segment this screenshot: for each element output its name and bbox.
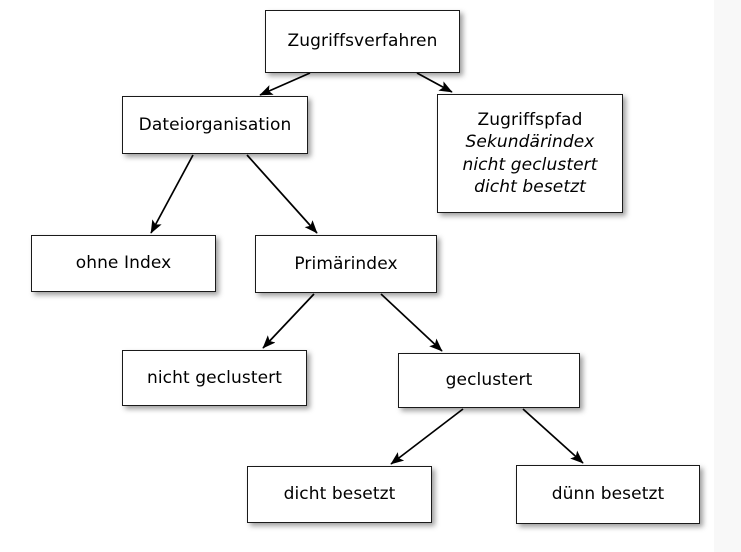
node-label: dünn besetzt (517, 483, 699, 505)
node-primaerindex[interactable]: Primärindex (255, 235, 437, 293)
edge-zugriffsverfahren-to-zugriffspfad (416, 72, 453, 93)
node-dateiorganisation[interactable]: Dateiorganisation (122, 96, 308, 154)
right-margin-strip (714, 0, 741, 552)
node-label-line: nicht geclustert (146, 367, 283, 388)
node-label-line: geclustert (445, 370, 533, 391)
edges (150, 72, 584, 465)
node-label: Zugriffsverfahren (266, 30, 459, 52)
node-zugriffsverfahren[interactable]: Zugriffsverfahren (265, 10, 460, 73)
edge-primaerindex-to-geclustert (380, 293, 443, 352)
node-label-line: ohne Index (75, 253, 172, 274)
edge-dateiorganisation-to-primaerindex (246, 154, 318, 234)
node-label-line: Dateiorganisation (138, 114, 292, 135)
edge-zugriffsverfahren-to-dateiorganisation (259, 72, 311, 96)
node-label-line: Zugriffspfad (477, 109, 583, 130)
node-label: dicht besetzt (248, 483, 431, 505)
node-dicht-besetzt[interactable]: dicht besetzt (247, 466, 432, 523)
edge-primaerindex-to-nicht-geclustert (262, 293, 315, 349)
edge-geclustert-to-dicht-besetzt (390, 408, 464, 465)
node-label: geclustert (399, 369, 579, 391)
node-label-line: Zugriffsverfahren (287, 31, 438, 52)
node-label: nicht geclustert (123, 367, 306, 389)
node-label: Primärindex (256, 253, 436, 275)
node-duenn-besetzt[interactable]: dünn besetzt (516, 465, 700, 524)
edge-geclustert-to-duenn-besetzt (522, 408, 584, 464)
node-label-line: Sekundärindex (465, 132, 595, 153)
node-label: ohne Index (32, 252, 215, 274)
node-geclustert[interactable]: geclustert (398, 353, 580, 408)
node-label-line: dicht besetzt (283, 484, 396, 505)
node-label: Dateiorganisation (123, 114, 307, 136)
node-nicht-geclustert[interactable]: nicht geclustert (122, 350, 307, 406)
node-label-line: Primärindex (294, 253, 398, 274)
node-label-line: nicht geclustert (462, 154, 598, 175)
node-label-line: dünn besetzt (551, 484, 665, 505)
edge-dateiorganisation-to-ohne-index (150, 154, 194, 234)
node-ohne-index[interactable]: ohne Index (31, 235, 216, 292)
node-label-line: dicht besetzt (474, 176, 586, 197)
